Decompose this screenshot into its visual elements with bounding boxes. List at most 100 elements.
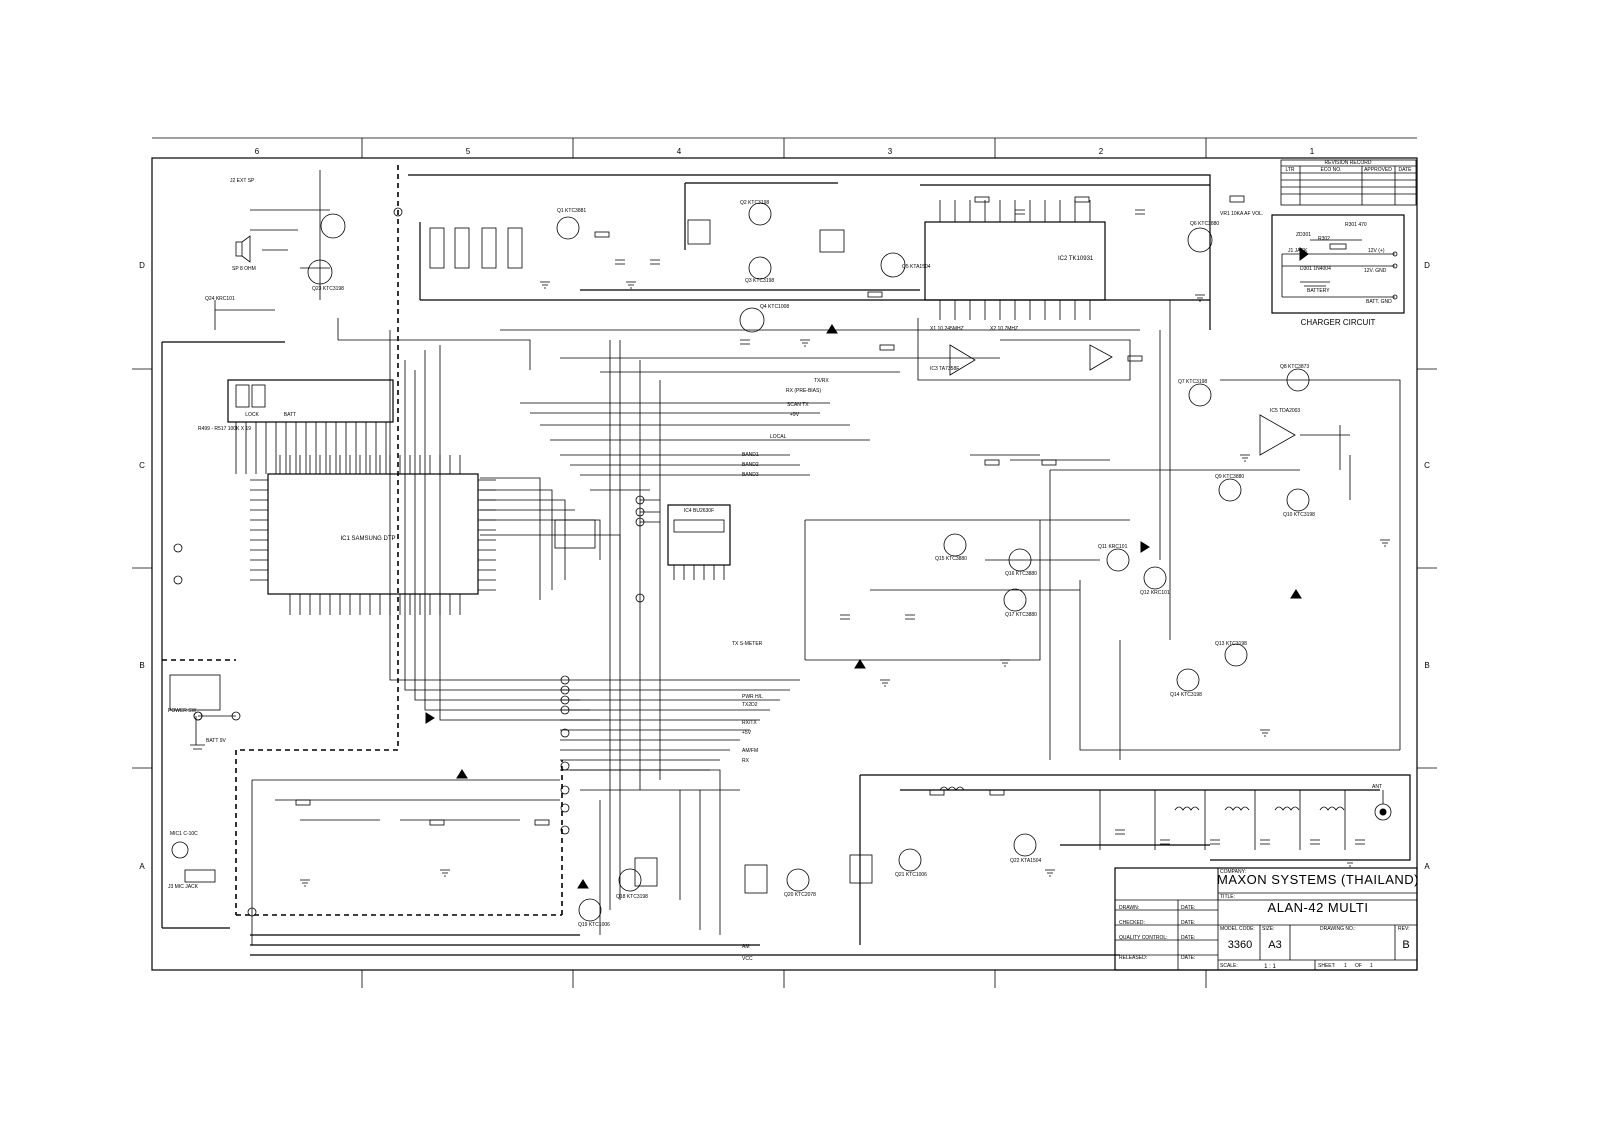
model-code: 3360	[1228, 939, 1252, 951]
company-label: COMPANY:	[1220, 869, 1246, 875]
row-label: D	[1424, 261, 1430, 270]
display-batt: BATT	[284, 412, 296, 418]
mic-jack-label: J3 MIC JACK	[168, 884, 199, 890]
tr-label: Q15 KTC3880	[935, 556, 967, 562]
net-label: LOCAL	[770, 434, 787, 440]
col-label: 4	[677, 147, 682, 156]
sheet-count: 1	[1370, 963, 1373, 969]
mic-label: MIC1 C-10C	[170, 831, 198, 837]
sheet-label: SHEET:	[1318, 963, 1336, 969]
tr-label: Q8 KTC3873	[1280, 364, 1309, 370]
date-label: DATE:	[1181, 920, 1195, 926]
net-label: SCAN TX	[787, 402, 809, 408]
af-vol: VR1 10KA AF VOL.	[1220, 195, 1263, 217]
transistor-labels: Q1 KTC3881 Q2 KTC3198 Q3 KTC3198 Q4 KTC1…	[205, 200, 1315, 928]
revision-header: APPROVED	[1364, 167, 1392, 173]
transistors	[556, 202, 1310, 922]
date-label: DATE:	[1181, 955, 1195, 961]
ic5-label: IC5 TDA2003	[1270, 408, 1300, 414]
charger-resistor: R302	[1318, 236, 1330, 242]
batt-label: BATT 9V	[206, 738, 226, 744]
lcd-display: LOCK BATT R499 - R517 100K X 19	[198, 379, 394, 474]
column-labels: 6 5 4 3 2 1	[255, 147, 1315, 156]
ic2-label: IC2 TK10931	[1058, 256, 1094, 262]
net-label: BAND3	[742, 472, 759, 478]
charger-diode: D301 1N4004	[1300, 266, 1331, 272]
checked-label: CHECKED:	[1119, 920, 1145, 926]
tr-label: Q11 KRC101	[1098, 544, 1128, 550]
tr-label: Q24 KRC101	[205, 296, 235, 302]
title-block: COMPANY: MAXON SYSTEMS (THAILAND) TITLE:…	[1114, 867, 1419, 971]
tr-label: Q13 KTC3198	[1215, 641, 1247, 647]
revision-header: LTR	[1285, 167, 1294, 173]
ic4-label: IC4 BU2630F	[684, 508, 714, 514]
tr-label: Q22 KTA1504	[1010, 858, 1042, 864]
row-label: C	[1424, 461, 1430, 470]
release-label: RELEASED:	[1119, 955, 1147, 961]
sheet-of: OF	[1355, 963, 1362, 969]
row-label: A	[139, 862, 145, 871]
net-label: +5V	[742, 730, 752, 736]
charger-jack: J1 JACK	[1288, 248, 1308, 254]
drawing-no-label: DRAWING NO.:	[1320, 926, 1356, 932]
tr-label: Q10 KTC3198	[1283, 512, 1315, 518]
net-label: +9V	[790, 412, 800, 418]
x2-label: X2 10.7MHZ	[990, 326, 1018, 332]
revision: B	[1402, 939, 1409, 951]
xtal-label: X1 10.245MHZ	[930, 326, 964, 332]
speaker-label: SP 8 OHM	[232, 266, 256, 272]
net-label: TX S-METER	[732, 641, 763, 647]
net-label: TX2D2	[742, 702, 758, 708]
revision-header: DATE	[1399, 167, 1413, 173]
charger-circuit: J1 JACK D301 1N4004 R301 470 R302 ZD301 …	[1271, 214, 1405, 327]
speaker-section: SP 8 OHM J2 EXT SP	[214, 170, 346, 330]
col-label: 3	[888, 147, 893, 156]
ic5: IC5 TDA2003	[1259, 408, 1351, 500]
tr-label: Q16 KTC3880	[1005, 571, 1037, 577]
charger-title: CHARGER CIRCUIT	[1301, 318, 1376, 327]
company-name: MAXON SYSTEMS (THAILAND)	[1217, 872, 1419, 887]
drawn-label: DRAWN:	[1119, 905, 1139, 911]
ic4: IC4 BU2630F	[554, 504, 731, 580]
display-resistors: R499 - R517 100K X 19	[198, 426, 251, 432]
net-label: AM	[742, 944, 750, 950]
antenna: ANT	[1372, 784, 1392, 821]
tr-label: Q19 KTC1006	[578, 922, 610, 928]
row-label: B	[1424, 661, 1429, 670]
tr-label: Q6 KTC3880	[1190, 221, 1219, 227]
charger-out: 12V (+)	[1368, 248, 1385, 254]
tr-label: Q23 KTC3198	[312, 286, 344, 292]
charger-battery: BATTERY	[1307, 288, 1330, 294]
title-label: TITLE:	[1220, 894, 1235, 900]
net-label: RX/TX	[742, 720, 757, 726]
row-label: B	[139, 661, 144, 670]
display-lock: LOCK	[245, 412, 259, 418]
revision-header: ECO NO.	[1320, 167, 1341, 173]
model-label: MODEL CODE:	[1220, 926, 1255, 932]
col-label: 5	[466, 147, 471, 156]
ic1-mcu: IC1 SAMSUNG DTP	[250, 455, 496, 615]
charger-batt-gnd: BATT. GND	[1366, 299, 1392, 305]
power-section: POWER SW BATT 9V MIC1 C-10C J3 MIC JACK	[168, 674, 241, 890]
tr-label: Q18 KTC3198	[616, 894, 648, 900]
tr-label: Q21 KTC1006	[895, 872, 927, 878]
col-label: 6	[255, 147, 260, 156]
ext-speaker-label: J2 EXT SP	[230, 178, 255, 184]
wiring	[161, 165, 1411, 956]
scale: 1 : 1	[1264, 964, 1276, 970]
date-label: DATE:	[1181, 935, 1195, 941]
net-label: BAND1	[742, 452, 759, 458]
revision-title: REVISION RECORD	[1325, 160, 1372, 166]
tr-label: Q4 KTC1008	[760, 304, 789, 310]
tr-label: Q1 KTC3881	[557, 208, 586, 214]
tr-label: Q7 KTC3198	[1178, 379, 1207, 385]
power-sw-label: POWER SW	[168, 708, 197, 714]
revision-record: REVISION RECORD LTR ECO NO. APPROVED DAT…	[1280, 159, 1417, 206]
net-labels: RX (PRE-BIAS) TX/RX SCAN TX +9V LOCAL BA…	[732, 378, 829, 962]
rev-label: REV:	[1398, 926, 1409, 932]
row-label: D	[139, 261, 145, 270]
tr-label: Q9 KTC3880	[1215, 474, 1244, 480]
drawing-title: ALAN-42 MULTI	[1268, 900, 1369, 915]
row-labels: D C B A D C B A	[139, 261, 1430, 871]
